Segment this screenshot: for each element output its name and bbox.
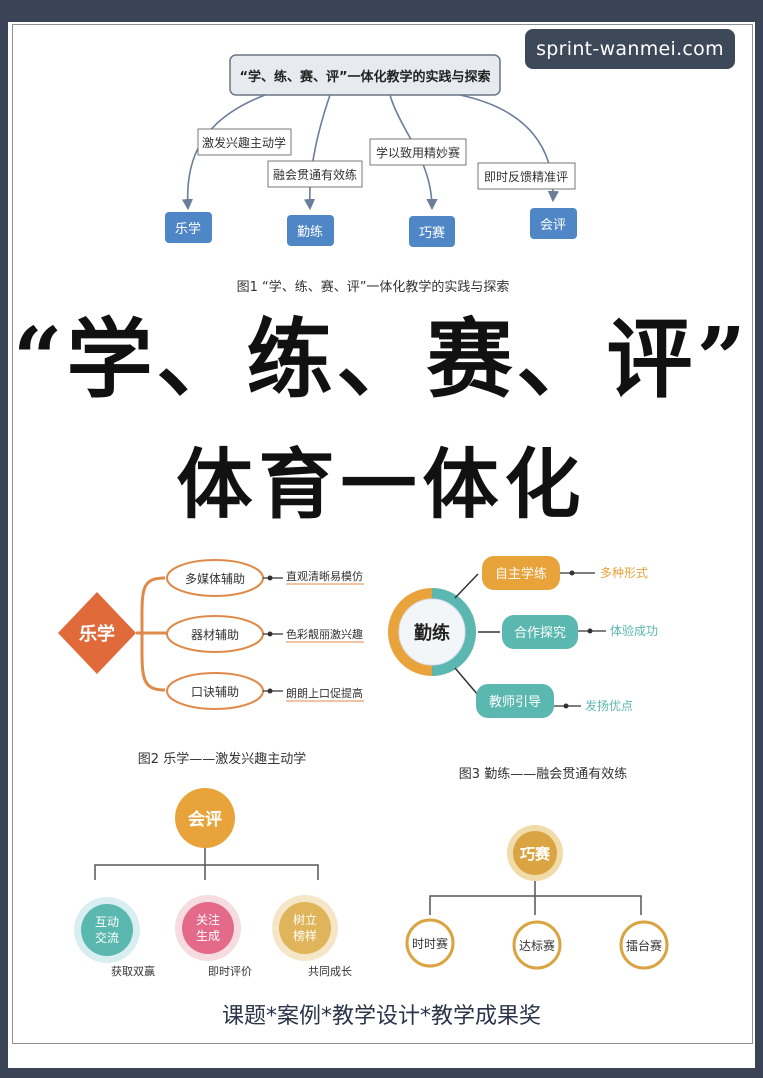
- fig4-item-1-line1: 互动: [95, 915, 119, 929]
- fig2-dot-2: [267, 631, 273, 637]
- fig1-edge-label-2: 融会贯通有效练: [273, 167, 357, 182]
- poster-page: [8, 22, 755, 1068]
- fig1-node-huiping: [530, 208, 577, 239]
- fig3-dot-2: [587, 628, 593, 634]
- fig1-node-qiaosai-label: 巧赛: [419, 225, 445, 241]
- fig1-arrow-2: [303, 94, 331, 211]
- fig1-node-qinlian-label: 勤练: [297, 225, 323, 240]
- subheadline: 体育一体化: [176, 440, 587, 529]
- fig2-center-label: 乐学: [79, 623, 115, 645]
- fig3-dot-3: [563, 703, 569, 709]
- fig3-item-2: [502, 615, 578, 649]
- fig3-result-3: 发扬优点: [585, 698, 633, 713]
- fig5-item-2: [512, 920, 562, 970]
- fig2-bracket: [136, 576, 168, 692]
- fig4-center-circle: [175, 788, 235, 848]
- fig1-edge-box-3: [369, 138, 467, 166]
- fig3-dot-1: [569, 570, 575, 576]
- fig4-item-2-line1: 关注: [196, 912, 220, 927]
- fig2-item-2-label: 器材辅助: [191, 628, 239, 642]
- fig3-result-2: 体验成功: [610, 623, 658, 638]
- fig2-item-1-label: 多媒体辅助: [185, 572, 245, 586]
- fig1-node-lexue-label: 乐学: [175, 221, 201, 237]
- fig4-result-1: 获取双赢: [111, 964, 155, 978]
- figure-2: 乐学 多媒体辅助 器材辅助 口诀辅助 直观清晰易模仿 色彩靓丽激兴趣 朗朗上口促…: [58, 559, 364, 767]
- fig4-item-1-line2: 交流: [95, 930, 119, 945]
- fig5-item-1: [405, 918, 455, 968]
- fig4-tree-lines: [94, 848, 319, 880]
- fig1-node-qinlian: [287, 215, 334, 246]
- fig2-result-2: 色彩靓丽激兴趣: [286, 627, 363, 641]
- figure-5: 巧赛 时时赛 达标赛 擂台赛: [405, 825, 669, 970]
- fig3-center-circle: [398, 598, 466, 666]
- fig1-edge-box-4: [477, 162, 576, 190]
- fig4-item-3-line2: 榜样: [293, 928, 317, 943]
- fig3-caption: 图3 勤练——融会贯通有效练: [459, 767, 627, 782]
- fig5-item-3-label: 擂台赛: [626, 938, 662, 953]
- fig4-center-label: 会评: [188, 809, 222, 830]
- fig4-item-2: [182, 902, 234, 954]
- fig3-link-1: [454, 573, 479, 599]
- fig3-item-1: [482, 556, 560, 590]
- fig2-item-3-label: 口诀辅助: [191, 685, 239, 699]
- fig5-tree-lines: [429, 881, 642, 915]
- figure-1: “学、练、赛、评”一体化教学的实践与探索 激发兴趣主动学 融会贯通有效练 学以致…: [165, 54, 577, 295]
- fig1-edge-label-3: 学以致用精妙赛: [376, 145, 460, 160]
- fig3-item-2-label: 合作探究: [514, 626, 566, 641]
- fig4-item-1: [81, 904, 133, 956]
- fig2-dot-1: [267, 575, 273, 581]
- fig5-center-label: 巧赛: [520, 845, 551, 863]
- fig5-center-circle: [513, 831, 557, 875]
- fig5-item-1-label: 时时赛: [412, 936, 448, 951]
- fig4-item-3: [279, 902, 331, 954]
- fig1-caption: 图1 “学、练、赛、评”一体化教学的实践与探索: [237, 279, 510, 295]
- fig2-center-diamond: [58, 592, 136, 674]
- fig1-node-qiaosai: [409, 216, 455, 247]
- fig1-node-huiping-label: 会评: [540, 218, 566, 233]
- fig3-result-1: 多种形式: [600, 566, 648, 580]
- fig4-item-2-line2: 生成: [196, 929, 220, 943]
- fig4-result-2: 即时评价: [208, 965, 252, 978]
- fig4-result-3: 共同成长: [308, 965, 352, 978]
- fig5-item-2-label: 达标赛: [519, 938, 555, 953]
- fig5-item-3: [619, 920, 669, 970]
- fig2-result-1: 直观清晰易模仿: [286, 569, 363, 583]
- fig1-title-box: [229, 54, 501, 96]
- fig2-caption: 图2 乐学——激发兴趣主动学: [138, 751, 306, 767]
- fig1-edge-label-1: 激发兴趣主动学: [202, 135, 286, 150]
- figure-3: 勤练 自主学练 合作探究 教师引导 多种形式 体验成功 发扬优点 图3 勤练——…: [388, 556, 658, 782]
- fig3-link-3: [454, 667, 479, 696]
- fig4-item-3-line1: 树立: [293, 912, 317, 927]
- fig1-edge-box-1: [197, 128, 292, 156]
- fig3-item-3: [476, 684, 554, 718]
- headline: “学、练、赛、评”: [13, 309, 750, 410]
- fig1-node-lexue: [165, 212, 212, 243]
- fig3-item-3-label: 教师引导: [489, 694, 541, 710]
- fig3-item-1-label: 自主学练: [495, 566, 547, 582]
- fig1-edge-label-4: 即时反馈精准评: [484, 170, 568, 184]
- fig1-edge-box-2: [267, 160, 363, 188]
- fig2-result-3: 朗朗上口促提高: [286, 686, 363, 700]
- footer-tags: 课题*案例*教学设计*教学成果奖: [221, 1004, 541, 1029]
- fig1-title: “学、练、赛、评”一体化教学的实践与探索: [239, 69, 490, 85]
- fig3-center-label: 勤练: [414, 622, 450, 644]
- figure-4: 会评 互动 交流 关注 生成 树立 榜样 获取双赢 即时评价 共同成长: [74, 788, 352, 978]
- fig2-dot-3: [267, 688, 273, 694]
- watermark-badge: sprint-wanmei.com: [525, 29, 735, 69]
